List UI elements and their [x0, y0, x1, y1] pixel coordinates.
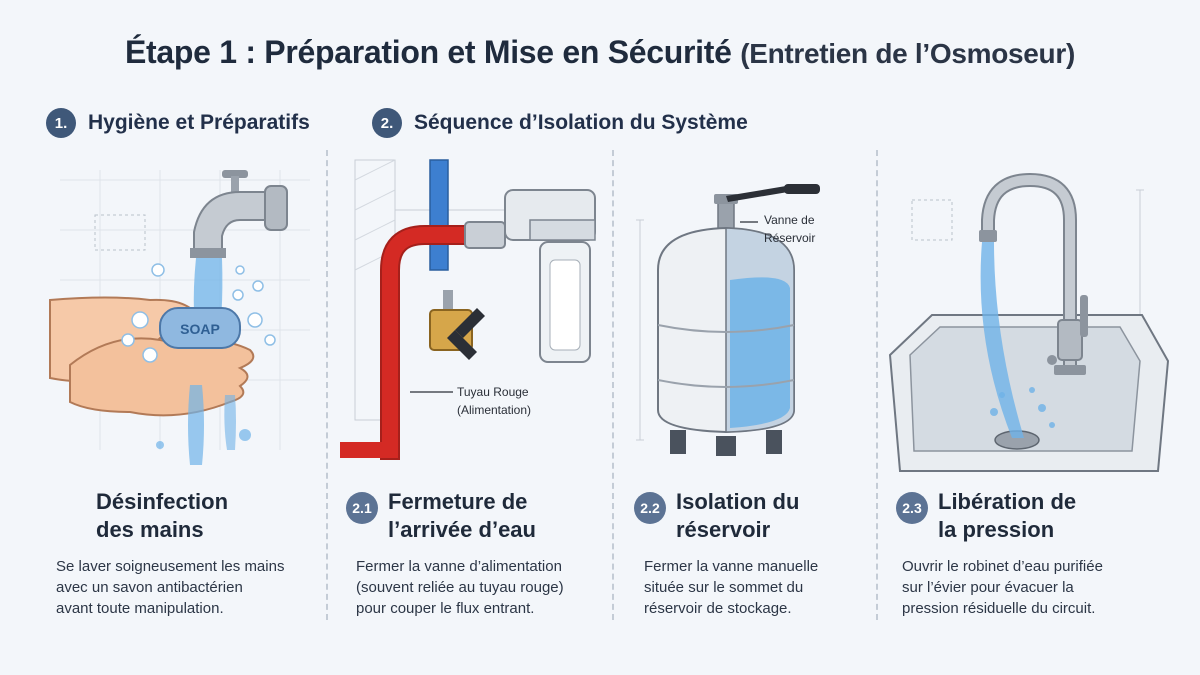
svg-text:SOAP: SOAP: [180, 321, 220, 337]
reservoir-illustration: Vanne de Réservoir: [636, 184, 820, 456]
valve-callout: Vanne de: [764, 213, 815, 227]
tank-valve-icon: [714, 184, 820, 231]
column-divider: [612, 150, 614, 620]
tap-icon: [979, 172, 1088, 375]
page-title: Étape 1 : Préparation et Mise en Sécurit…: [0, 34, 1200, 71]
column-divider: [326, 150, 328, 620]
step-title-line: Fermeture de: [388, 489, 528, 514]
section-label: Séquence d’Isolation du Système: [414, 111, 748, 134]
faucet-icon: [190, 170, 288, 258]
step-title-line: des mains: [96, 517, 204, 542]
step-description-water-supply: Fermer la vanne d’alimentation (souvent …: [356, 558, 564, 617]
title-main: Étape 1 : Préparation et Mise en Sécurit…: [125, 34, 732, 70]
step-title-water-supply: 2.1 Fermeture de l’arrivée d’eau: [346, 488, 536, 544]
storage-tank-icon: [657, 226, 795, 456]
step-title-reservoir: 2.2 Isolation du réservoir: [634, 488, 799, 544]
column-divider: [876, 150, 878, 620]
section-header-isolation: 2. Séquence d’Isolation du Système: [372, 108, 748, 138]
water-stream: [980, 242, 1024, 438]
step-description-reservoir: Fermer la vanne manuelle située sur le s…: [644, 558, 819, 617]
step-badge: 2.2: [634, 492, 666, 524]
red-pipe: [382, 227, 473, 458]
step-title-line: l’arrivée d’eau: [388, 517, 536, 542]
supply-valve-icon: [429, 290, 485, 360]
supply-valve-illustration: Tuyau Rouge (Alimentation): [340, 159, 596, 460]
tank-water: [730, 277, 790, 428]
sink-icon: [888, 314, 1170, 472]
valve-callout: Réservoir: [764, 231, 815, 245]
section-number: 2.: [372, 108, 402, 138]
step-title-line: Désinfection: [96, 489, 229, 514]
pipe-callout: Tuyau Rouge: [457, 385, 529, 399]
handwashing-illustration: SOAP: [49, 170, 310, 465]
step-description-disinfection: Se laver soigneusement les mains avec un…: [56, 558, 285, 617]
title-sub: (Entretien de l’Osmoseur): [740, 38, 1075, 69]
step-title-pressure: 2.3 Libération de la pression: [896, 488, 1076, 544]
step-title-disinfection: Désinfection des mains: [96, 488, 228, 544]
section-number: 1.: [46, 108, 76, 138]
step-title-line: réservoir: [676, 517, 771, 542]
step-title-line: Libération de: [938, 489, 1077, 514]
section-header-hygiene: 1. Hygiène et Préparatifs: [46, 108, 310, 138]
step-title-line: la pression: [938, 517, 1055, 542]
pipe-callout: (Alimentation): [457, 403, 531, 417]
sink-faucet-illustration: [888, 172, 1170, 472]
soap-icon: SOAP: [159, 307, 241, 349]
step-badge: 2.1: [346, 492, 378, 524]
step-title-line: Isolation du: [676, 489, 800, 514]
filter-housing-icon: [464, 189, 596, 363]
step-description-pressure: Ouvrir le robinet d’eau purifiée sur l’é…: [902, 558, 1103, 617]
blue-pipe: [429, 159, 449, 271]
section-label: Hygiène et Préparatifs: [88, 111, 310, 134]
step-badge: 2.3: [896, 492, 928, 524]
